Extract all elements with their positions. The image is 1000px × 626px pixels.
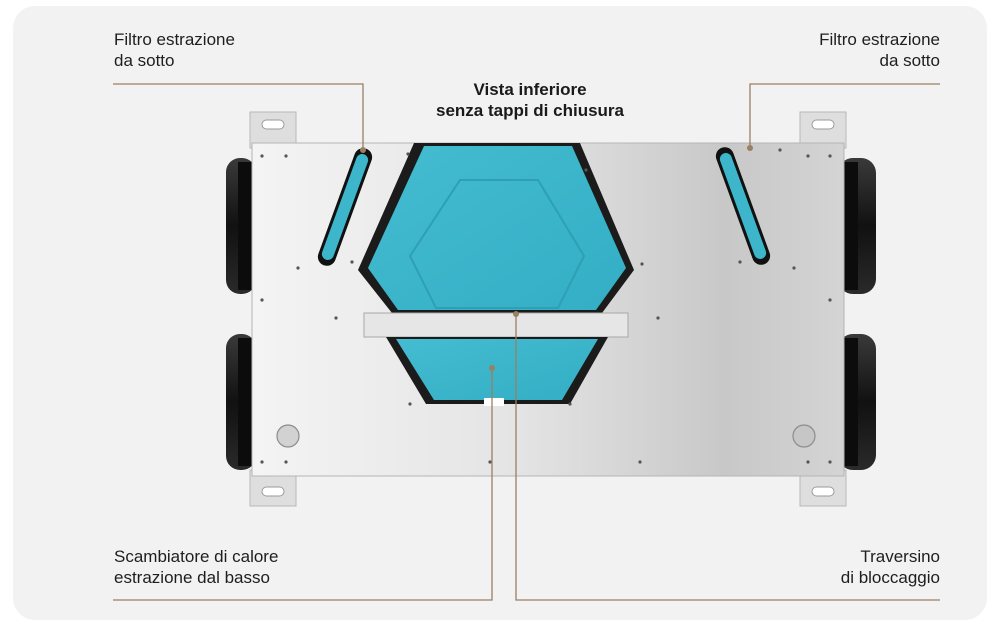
callout-filter-right-line-2: da sotto xyxy=(879,51,941,70)
title-line-1: Vista inferiore xyxy=(473,80,587,99)
callout-filter-left: Filtro estrazione da sotto xyxy=(114,29,235,71)
locking-crossbar xyxy=(363,312,629,338)
callout-filter-right: Filtro estrazione da sotto xyxy=(819,29,940,71)
heat-exchanger-upper xyxy=(368,146,626,310)
diagram-title: Vista inferiore senza tappi di chiusura xyxy=(400,79,660,121)
drain-port-right xyxy=(792,424,816,448)
callout-locking-crossbar-line-2: di bloccaggio xyxy=(840,568,940,587)
extraction-filter-left xyxy=(317,148,373,266)
callout-locking-crossbar-line-1: Traversino xyxy=(860,547,940,566)
exchanger-inner-hex xyxy=(408,179,586,309)
panel-screws xyxy=(260,148,832,464)
title-line-2: senza tappi di chiusura xyxy=(436,101,624,120)
extraction-filter-right xyxy=(715,147,771,265)
drain-port-left xyxy=(276,424,300,448)
callout-heat-exchanger-line-1: Scambiatore di calore xyxy=(114,547,279,566)
callout-locking-crossbar: Traversino di bloccaggio xyxy=(841,546,940,588)
callout-filter-left-line-1: Filtro estrazione xyxy=(114,30,235,49)
callout-filter-right-line-1: Filtro estrazione xyxy=(819,30,940,49)
callout-heat-exchanger-line-2: estrazione dal basso xyxy=(114,568,270,587)
left-ducts xyxy=(226,158,256,470)
callout-filter-left-line-2: da sotto xyxy=(114,51,175,70)
callout-leader-lines xyxy=(113,83,940,601)
callout-heat-exchanger: Scambiatore di calore estrazione dal bas… xyxy=(114,546,278,588)
heat-exchanger-lower xyxy=(396,339,598,400)
